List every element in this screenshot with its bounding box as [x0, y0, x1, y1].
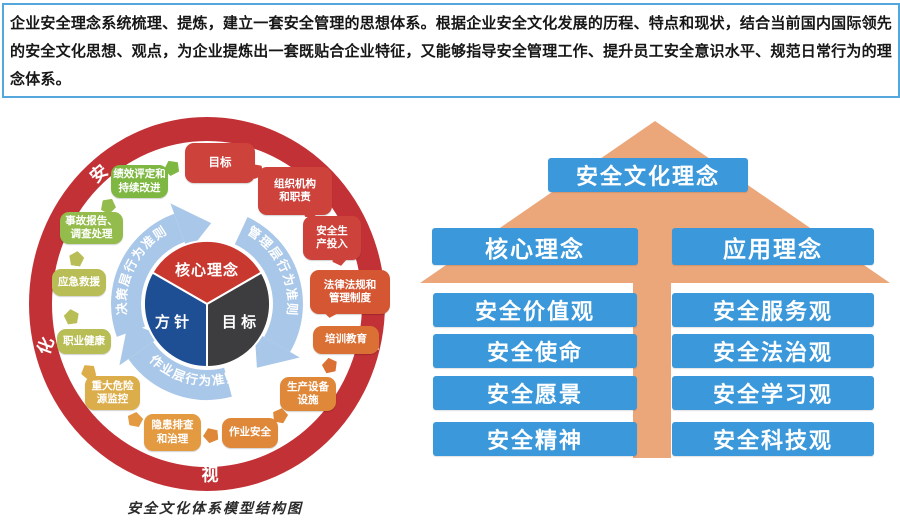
cycle-diagram-caption: 安全文化体系模型结构图	[127, 501, 303, 517]
node-performance-review: 绩效评定和 持续改进	[111, 165, 168, 198]
pie-sector-policy	[142, 271, 208, 368]
house-trunk	[633, 262, 671, 458]
node-laws-regulations: 法律法规和 管理制度	[310, 270, 390, 314]
intro-text-box: 企业安全理念系统梳理、提炼，建立一套安全管理的思想体系。根据企业安全文化发展的历…	[2, 3, 900, 98]
house-item-learning: 安全学习观	[672, 376, 874, 410]
pie-label-goal: 目 标	[222, 313, 256, 331]
pie-label-core: 核心理念	[175, 261, 239, 279]
node-training: 培训教育	[313, 326, 379, 354]
node-equipment: 生产设备 设施	[280, 377, 336, 411]
node-emergency-rescue: 应急救援	[52, 269, 106, 296]
ring-letter-shi: 视	[202, 465, 219, 485]
node-accident-report: 事故报告、 调查处理	[60, 212, 123, 244]
house-item-service: 安全服务观	[672, 293, 874, 327]
band-arc-management	[234, 217, 303, 352]
house-header-core: 核心理念	[432, 228, 638, 265]
pie-sector-goal	[206, 271, 272, 368]
house-header-application: 应用理念	[672, 228, 874, 265]
pie-label-policy: 方 针	[155, 313, 189, 331]
house-item-values: 安全价值观	[433, 293, 637, 327]
node-work-safety: 作业安全	[222, 418, 278, 448]
house-roof-label: 安全文化理念	[548, 158, 748, 192]
house-item-spirit: 安全精神	[433, 422, 637, 456]
node-goal: 目标	[185, 143, 255, 183]
node-safety-investment: 安全生 产投入	[303, 216, 361, 260]
cycle-diagram: 安 全 目 视 化 决策层行为准则 管理层行为准则	[25, 112, 405, 524]
band-arrowhead-decision	[170, 203, 212, 253]
house-item-rule-of-law: 安全法治观	[672, 334, 874, 368]
node-occupational-health: 职业健康	[57, 329, 111, 354]
house-diagram: 安全文化理念 核心理念 应用理念 安全价值观 安全服务观 安全使命 安全法治观 …	[420, 112, 890, 472]
ring-letter-hua: 化	[33, 334, 58, 357]
node-hazard-inspection: 隐患排查 和治理	[144, 414, 201, 451]
node-major-hazard: 重大危险 源监控	[85, 376, 140, 410]
house-item-mission: 安全使命	[433, 334, 637, 368]
node-organization: 组织机构 和职责	[258, 167, 332, 215]
band-arrowhead-management	[254, 331, 300, 368]
band-arc-decision	[111, 213, 185, 337]
house-item-technology: 安全科技观	[672, 422, 874, 456]
house-item-vision: 安全愿景	[433, 376, 637, 410]
intro-paragraph: 企业安全理念系统梳理、提炼，建立一套安全管理的思想体系。根据企业安全文化发展的历…	[10, 15, 892, 88]
band-arc-operation	[128, 341, 232, 400]
